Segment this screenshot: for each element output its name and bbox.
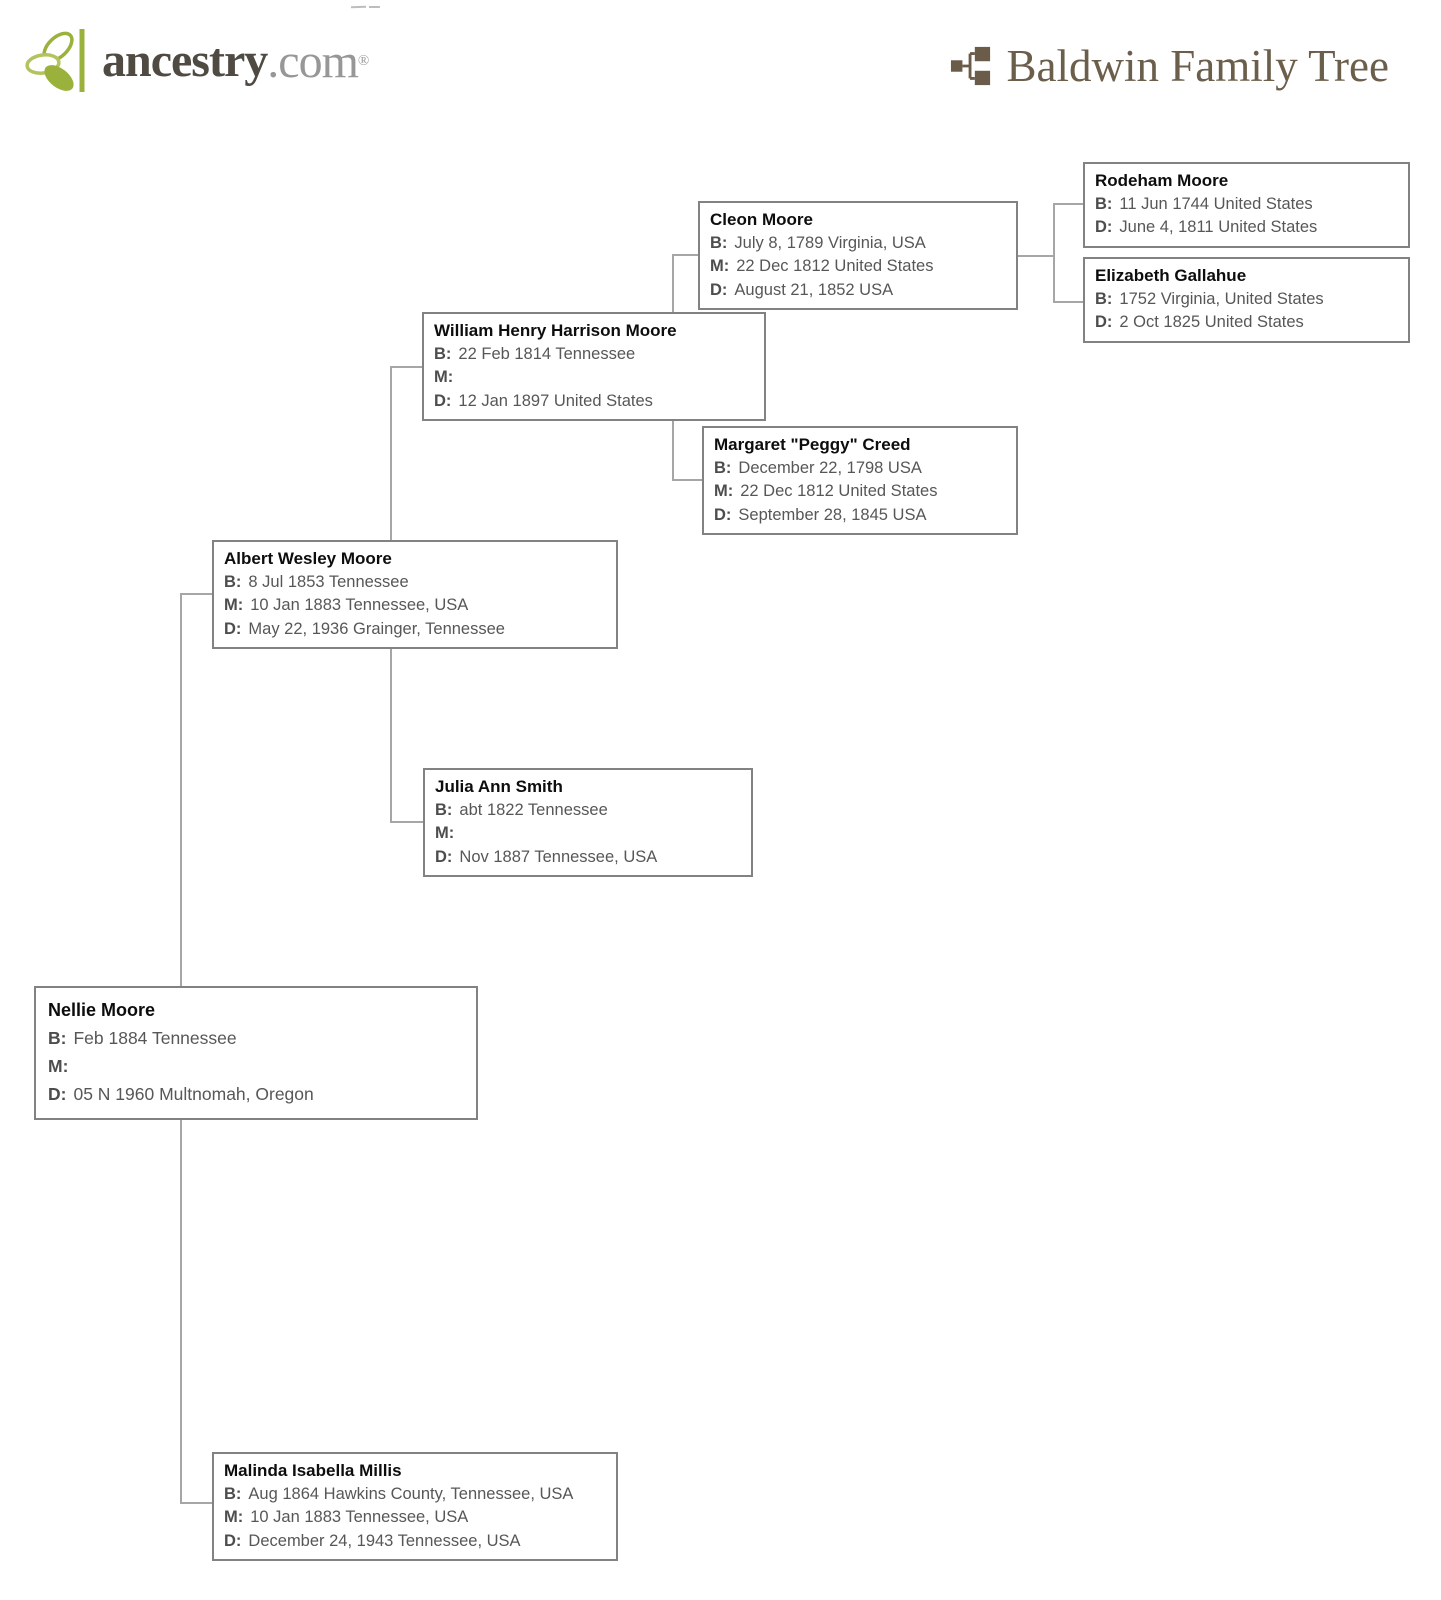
marriage-row: M: <box>435 824 455 842</box>
marriage-row: M:10 Jan 1883 Tennessee, USA <box>224 596 469 614</box>
death-row: D:Nov 1887 Tennessee, USA <box>435 847 658 866</box>
person-name: William Henry Harrison Moore <box>434 321 677 340</box>
connector-albert-trunk-bottom <box>390 646 392 823</box>
birth-row: B:Feb 1884 Tennessee <box>48 1028 237 1048</box>
person-name: Julia Ann Smith <box>435 777 563 796</box>
birth-row: B:22 Feb 1814 Tennessee <box>434 344 636 363</box>
connector-rodeham-stub <box>1053 203 1085 205</box>
connector-cleon-to-parents <box>1015 255 1055 257</box>
birth-row: B:abt 1822 Tennessee <box>435 800 608 819</box>
birth-row: B:11 Jun 1744 United States <box>1095 194 1313 213</box>
marriage-row: M: <box>434 368 454 386</box>
person-box-elizabeth-gallahue[interactable]: Elizabeth Gallahue B:1752 Virginia, Unit… <box>1083 257 1410 343</box>
tree-node-icon <box>951 46 991 86</box>
person-box-rodeham-moore[interactable]: Rodeham Moore B:11 Jun 1744 United State… <box>1083 162 1410 248</box>
marriage-row: M: <box>48 1056 69 1076</box>
connector-malinda-stub <box>180 1502 214 1504</box>
person-box-cleon-moore[interactable]: Cleon Moore B:July 8, 1789 Virginia, USA… <box>698 201 1018 310</box>
person-box-julia-ann-smith[interactable]: Julia Ann Smith B:abt 1822 Tennessee M: … <box>423 768 753 877</box>
connector-albert-stub <box>180 593 214 595</box>
death-row: D:August 21, 1852 USA <box>710 280 894 299</box>
scan-smudge-artifact <box>350 5 380 24</box>
birth-row: B:July 8, 1789 Virginia, USA <box>710 233 926 252</box>
connector-william-trunk-top <box>672 254 674 314</box>
marriage-row: M:22 Dec 1812 United States <box>714 482 938 500</box>
birth-row: B:December 22, 1798 USA <box>714 458 922 477</box>
connector-nellie-trunk-top <box>180 593 182 988</box>
person-name: Nellie Moore <box>48 1000 156 1020</box>
connector-cleon-stub <box>672 254 700 256</box>
death-row: D:September 28, 1845 USA <box>714 505 927 524</box>
person-name: Rodeham Moore <box>1095 171 1229 190</box>
connector-william-trunk-bottom <box>672 417 674 481</box>
connector-grandparents-bracket <box>1053 203 1055 303</box>
death-row: D:May 22, 1936 Grainger, Tennessee <box>224 619 505 638</box>
person-box-albert-wesley-moore[interactable]: Albert Wesley Moore B:8 Jul 1853 Tenness… <box>212 540 618 649</box>
person-name: Malinda Isabella Millis <box>224 1461 402 1480</box>
person-box-nellie-moore[interactable]: Nellie Moore B:Feb 1884 Tennessee M: D:0… <box>34 986 478 1120</box>
person-box-william-henry-harrison-moore[interactable]: William Henry Harrison Moore B:22 Feb 18… <box>422 312 766 421</box>
death-row: D:12 Jan 1897 United States <box>434 391 653 410</box>
connector-margaret-stub <box>672 479 704 481</box>
person-name: Cleon Moore <box>710 210 813 229</box>
logo-brand: ancestry <box>102 34 268 87</box>
death-row: D:05 N 1960 Multnomah, Oregon <box>48 1084 314 1104</box>
connector-nellie-trunk-bottom <box>180 1110 182 1504</box>
connector-elizabeth-stub <box>1053 301 1085 303</box>
page-title: Baldwin Family Tree <box>1006 41 1389 91</box>
death-row: D:December 24, 1943 Tennessee, USA <box>224 1531 521 1550</box>
birth-row: B:1752 Virginia, United States <box>1095 289 1324 308</box>
death-row: D:June 4, 1811 United States <box>1095 218 1318 236</box>
connector-julia-stub <box>390 821 425 823</box>
registered-mark: ® <box>357 52 370 69</box>
tree-title-block: Baldwin Family Tree <box>950 40 1389 92</box>
person-box-malinda-isabella-millis[interactable]: Malinda Isabella Millis B:Aug 1864 Hawki… <box>212 1452 618 1561</box>
birth-row: B:Aug 1864 Hawkins County, Tennessee, US… <box>224 1484 574 1503</box>
connector-william-stub <box>390 366 424 368</box>
ancestry-logo[interactable]: ancestry.com® <box>20 26 369 96</box>
person-name: Albert Wesley Moore <box>224 549 392 568</box>
leaf-icon <box>25 29 85 92</box>
marriage-row: M:10 Jan 1883 Tennessee, USA <box>224 1508 469 1526</box>
logo-domain: .com <box>267 34 359 88</box>
person-name: Margaret "Peggy" Creed <box>714 435 911 454</box>
person-name: Elizabeth Gallahue <box>1095 266 1247 285</box>
death-row: D:2 Oct 1825 United States <box>1095 313 1304 331</box>
marriage-row: M:22 Dec 1812 United States <box>710 257 934 275</box>
person-box-margaret-peggy-creed[interactable]: Margaret "Peggy" Creed B:December 22, 17… <box>702 426 1018 535</box>
birth-row: B:8 Jul 1853 Tennessee <box>224 572 409 591</box>
connector-albert-trunk-top <box>390 366 392 542</box>
